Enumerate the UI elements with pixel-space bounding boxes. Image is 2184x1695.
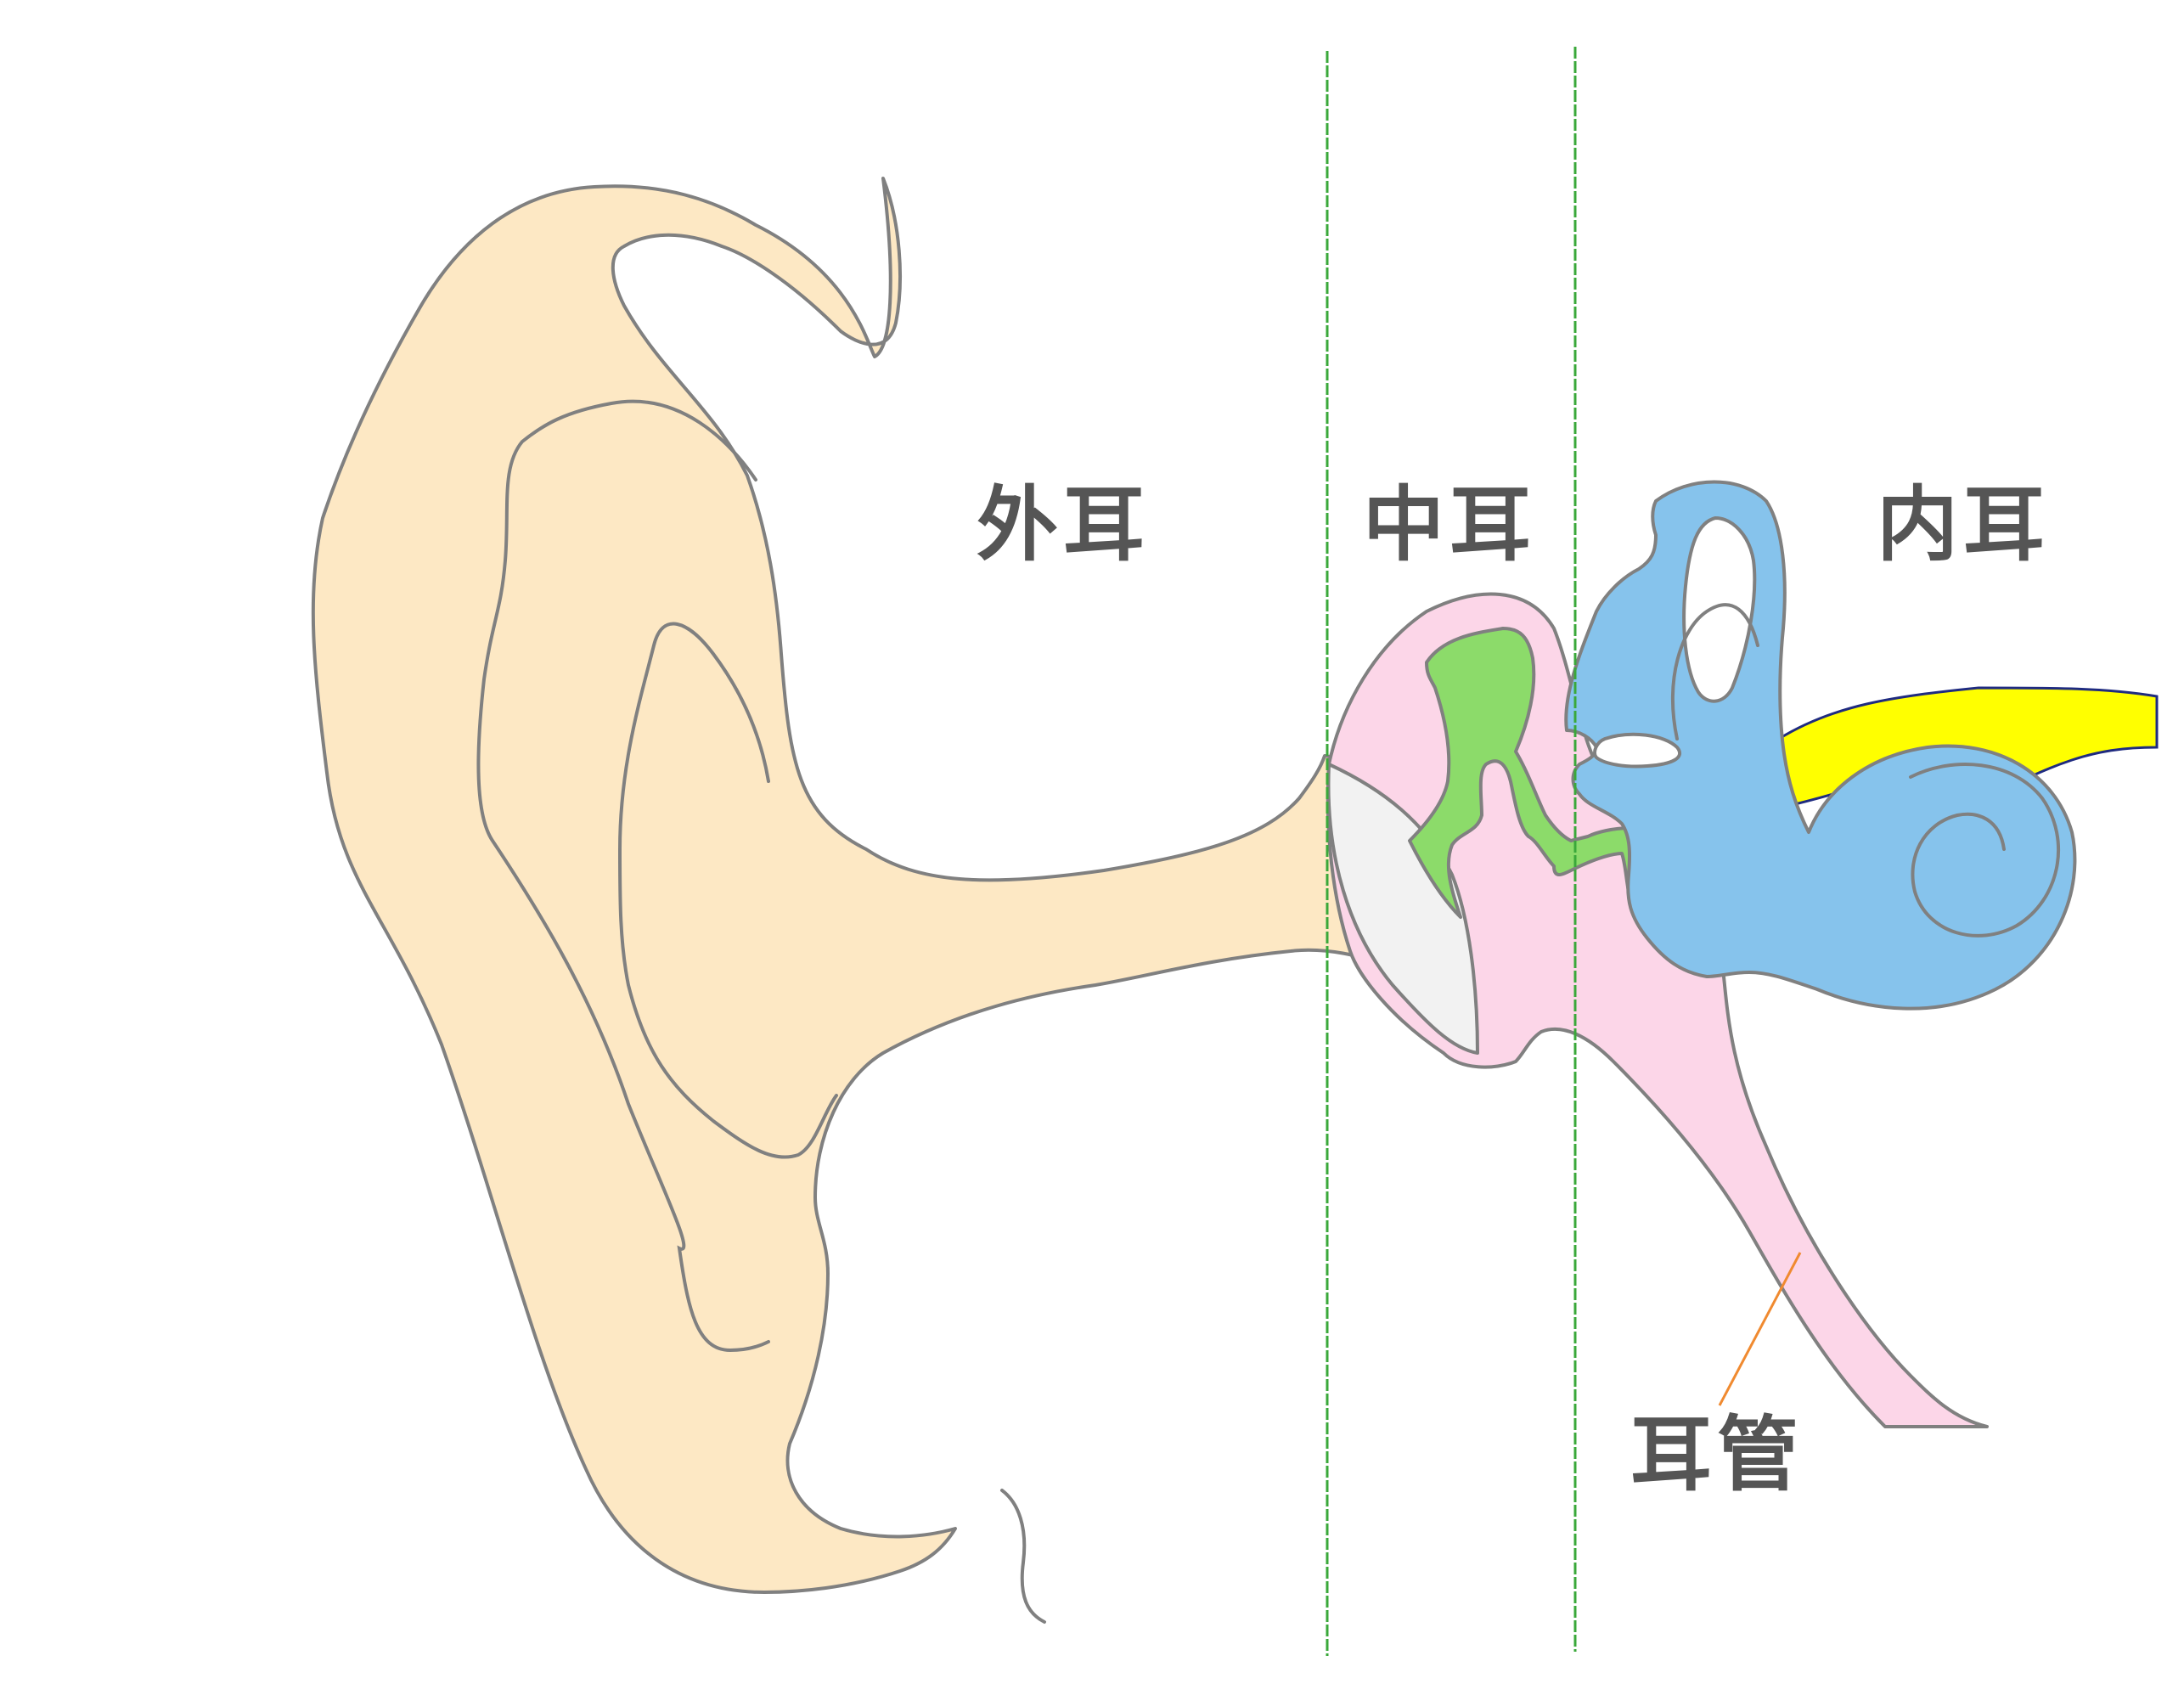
inner-ear-region [1564,480,2159,1011]
outer-ear-region [311,177,1403,1624]
pinna-tragus [1000,1489,1046,1624]
middle-ear-region [1326,592,1989,1428]
eustachian-tube-leader [1718,1252,1802,1406]
label-inner-ear: 内耳 [1877,477,2050,572]
semicircular-canal-loop-3 [1670,603,1759,741]
middle-ear-cavity-and-eustachian-tube [1326,592,1989,1428]
pinna-antihelix [617,622,838,1159]
pinna-helix-fold [476,399,770,1353]
pinna [311,177,1403,1594]
ossicles [1408,627,1697,922]
label-outer-ear: 外耳 [977,477,1150,572]
cochlea-spiral [1909,763,2061,938]
label-eustachian-tube: 耳管 [1630,1407,1804,1502]
semicircular-canal-loop-2 [1593,732,1681,769]
semicircular-canal-loop-1 [1682,516,1757,703]
label-middle-ear: 中耳 [1363,477,1536,572]
